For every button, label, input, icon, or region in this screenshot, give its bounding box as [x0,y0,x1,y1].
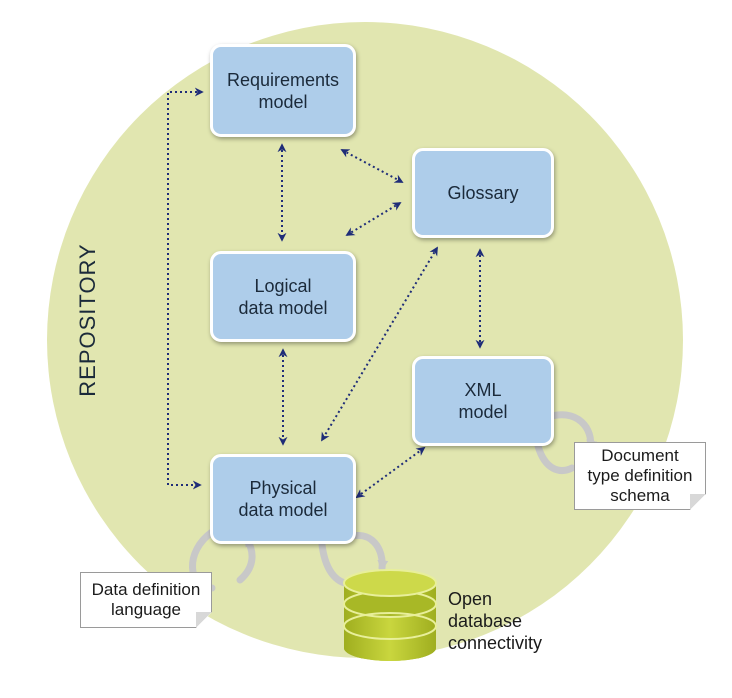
xml-model-node: XML model [412,356,554,446]
logical-data-model-node: Logical data model [210,251,356,342]
document-type-definition-schema-note: Document type definition schema [574,442,706,510]
requirements-model-node: Requirements model [210,44,356,137]
loop-xml-dtd-return [534,442,576,474]
repository-circle [47,22,683,658]
database-icon [343,569,437,661]
physical-data-model-node: Physical data model [210,454,356,544]
arrow-requirements-glossary [340,149,404,183]
arrow-logical-glossary [345,202,402,236]
arrow-glossary-physical [321,246,438,442]
data-definition-language-note: Data definition language [80,572,212,628]
arrow-requirements-physical [167,87,204,490]
open-database-connectivity-label: Open database connectivity [448,589,543,653]
arrow-physical-xml [355,446,426,499]
glossary-node: Glossary [412,148,554,238]
